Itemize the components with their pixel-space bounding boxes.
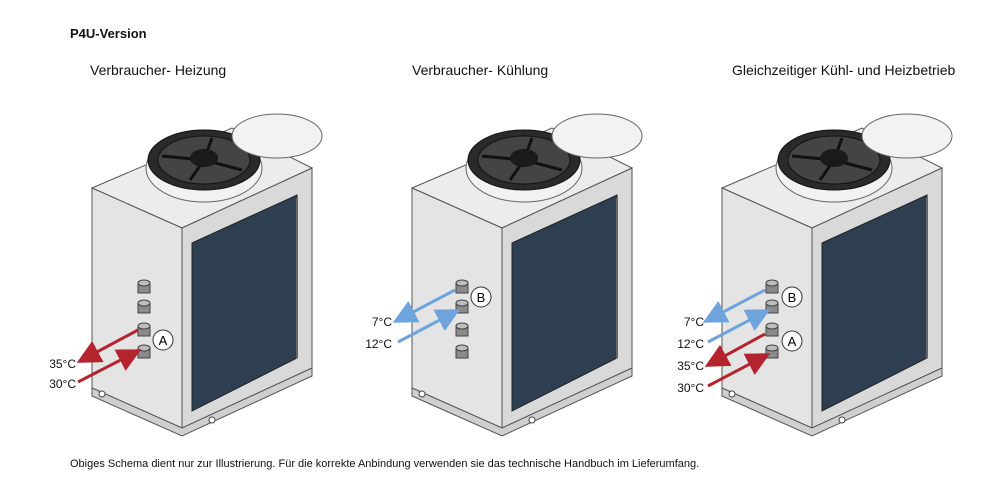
- temp-supply-heating: 35°C: [49, 357, 76, 371]
- pipe-connector-icon: [765, 279, 779, 294]
- pipe-connector-icon: [455, 344, 469, 359]
- pipe-connector-icon: [455, 299, 469, 314]
- panel-title-heating: Verbraucher- Heizung: [90, 62, 227, 78]
- circuit-marker: [781, 330, 803, 352]
- circuit-label: A: [788, 334, 797, 349]
- arrow-icon: [704, 332, 766, 367]
- unit-cooling: [410, 112, 644, 438]
- temp-return-cooling-combined: 12°C: [677, 337, 704, 351]
- pipe-connector-icon: [455, 279, 469, 294]
- unit-heating: [90, 112, 324, 438]
- arrow-icon: [76, 328, 139, 363]
- arrow-icon: [392, 288, 456, 323]
- pipe-connector-icon: [765, 344, 779, 359]
- panel-title-combined: Gleichzeitiger Kühl- und Heizbetrieb: [732, 62, 956, 78]
- footnote: Obiges Schema dient nur zur Illustrierun…: [70, 458, 700, 470]
- temp-return-heating-combined: 30°C: [677, 381, 704, 395]
- pipe-connector-icon: [137, 279, 151, 294]
- unit-combined: [720, 112, 954, 438]
- temp-supply-cooling-combined: 7°C: [683, 315, 704, 329]
- temp-supply-heating-combined: 35°C: [677, 359, 704, 373]
- pipe-connector-icon: [137, 322, 151, 337]
- pipe-connector-icon: [455, 322, 469, 337]
- arrow-icon: [707, 353, 771, 388]
- panel-title-cooling: Verbraucher- Kühlung: [412, 62, 549, 78]
- temp-return-heating: 30°C: [49, 377, 76, 391]
- circuit-label: A: [159, 333, 168, 348]
- arrow-icon: [702, 288, 766, 323]
- circuit-label: B: [788, 290, 797, 305]
- arrow-icon: [77, 349, 142, 384]
- circuit-label: B: [477, 290, 486, 305]
- pipe-connector-icon: [137, 344, 151, 359]
- circuit-marker: [781, 286, 803, 308]
- arrow-icon: [397, 309, 461, 344]
- pipe-connector-icon: [765, 299, 779, 314]
- circuit-marker: [470, 286, 492, 308]
- arrow-icon: [707, 309, 771, 344]
- page-title: P4U-Version: [70, 26, 147, 41]
- circuit-marker: [152, 329, 174, 351]
- pipe-connector-icon: [137, 299, 151, 314]
- temp-supply-cooling: 7°C: [371, 315, 392, 329]
- pipe-connector-icon: [765, 322, 779, 337]
- temp-return-cooling: 12°C: [365, 337, 392, 351]
